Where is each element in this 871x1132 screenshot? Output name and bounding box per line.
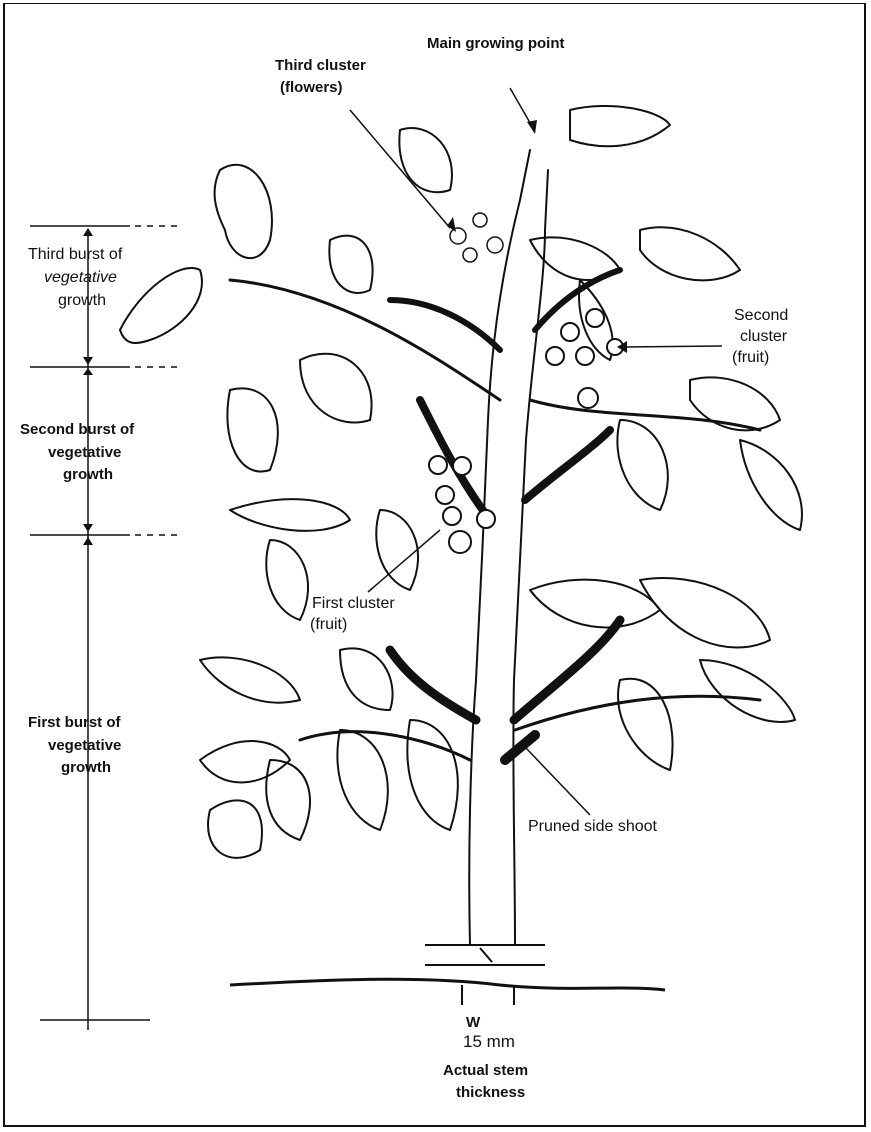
arrow-icon <box>83 524 93 532</box>
first-burst-label-line2: vegetative <box>48 736 121 755</box>
arrow-icon <box>83 537 93 545</box>
first-burst-label-line1: First burst of <box>28 713 121 732</box>
leaf <box>266 540 308 620</box>
fruit-icon <box>578 388 598 408</box>
leaf <box>407 720 457 830</box>
leaf <box>337 730 387 830</box>
flower-cluster <box>450 213 503 262</box>
arrow-icon <box>83 228 93 236</box>
third-burst-label-line3: growth <box>58 291 106 310</box>
leaf <box>329 236 372 293</box>
fruit-icon <box>477 510 495 528</box>
first-cluster-label-line1: First cluster <box>312 594 395 613</box>
stem-thickness-marks <box>462 985 514 1005</box>
pruned-side-shoot-label: Pruned side shoot <box>528 817 657 836</box>
fruit-icon <box>443 507 461 525</box>
side-stem-4 <box>525 430 610 500</box>
lower-right-branch <box>515 696 760 730</box>
stem-break <box>425 945 545 965</box>
fruit-icon <box>561 323 579 341</box>
fruit-icon <box>453 457 471 475</box>
leaf <box>700 660 795 722</box>
left-branch <box>230 280 500 400</box>
stem-caption-line2: thickness <box>456 1083 525 1102</box>
leaf <box>530 580 660 628</box>
flower-icon <box>473 213 487 227</box>
leaf <box>227 388 277 471</box>
leader-second-cluster <box>625 346 722 347</box>
third-burst-label-line1: Third burst of <box>28 245 122 264</box>
fruit-icon <box>436 486 454 504</box>
right-branch <box>530 400 760 430</box>
flower-icon <box>463 248 477 262</box>
leaf <box>570 106 670 146</box>
leaf <box>399 128 452 192</box>
arrow-icon <box>447 217 456 232</box>
fruit-icon <box>546 347 564 365</box>
second-burst-label-line2: vegetative <box>48 443 121 462</box>
fruit-icon <box>429 456 447 474</box>
stem-width-symbol: W <box>466 1013 480 1032</box>
second-cluster-label-line1: Second <box>734 306 788 325</box>
second-burst-label-line1: Second burst of <box>20 420 134 439</box>
leaf <box>266 760 310 840</box>
third-burst-label-line2: vegetative <box>44 268 117 287</box>
first-burst-label-line3: growth <box>61 758 111 777</box>
leaf <box>208 800 262 858</box>
leaf <box>618 679 673 770</box>
arrow-icon <box>83 368 93 375</box>
fruit-icon <box>586 309 604 327</box>
main-growing-point-label: Main growing point <box>427 34 564 53</box>
ground-line <box>230 979 665 990</box>
flower-icon <box>450 228 466 244</box>
first-cluster-label-line2: (fruit) <box>310 615 347 634</box>
leaf <box>640 227 740 280</box>
arrow-icon <box>527 120 537 134</box>
leaf <box>340 648 393 710</box>
leaf <box>690 377 780 430</box>
pruned-stub <box>505 735 535 760</box>
fruit-icon <box>449 531 471 553</box>
arrow-icon <box>83 357 93 365</box>
stem-size-value: 15 mm <box>463 1032 515 1051</box>
fruit-icon <box>576 347 594 365</box>
leaf <box>215 165 272 258</box>
leaf <box>640 578 770 647</box>
third-cluster-label-line2: (flowers) <box>280 78 343 97</box>
flower-icon <box>487 237 503 253</box>
leader-first-cluster <box>368 530 440 592</box>
leader-pruned-shoot <box>525 747 590 815</box>
leaf <box>200 657 300 702</box>
leaf <box>376 510 418 590</box>
third-cluster-label-line1: Third cluster <box>275 56 366 75</box>
second-burst-label-line3: growth <box>63 465 113 484</box>
leaf <box>230 499 350 531</box>
growth-scale <box>30 226 180 1030</box>
leaf <box>617 420 667 510</box>
leaf <box>120 268 202 343</box>
leaf <box>300 354 372 423</box>
side-stem-1 <box>390 650 476 720</box>
leader-third-cluster <box>350 110 450 228</box>
second-cluster-label-line3: (fruit) <box>732 348 769 367</box>
second-cluster-label-line2: cluster <box>740 327 787 346</box>
leaf <box>200 741 290 782</box>
leaf <box>740 440 802 530</box>
stem-caption-line1: Actual stem <box>443 1061 528 1080</box>
